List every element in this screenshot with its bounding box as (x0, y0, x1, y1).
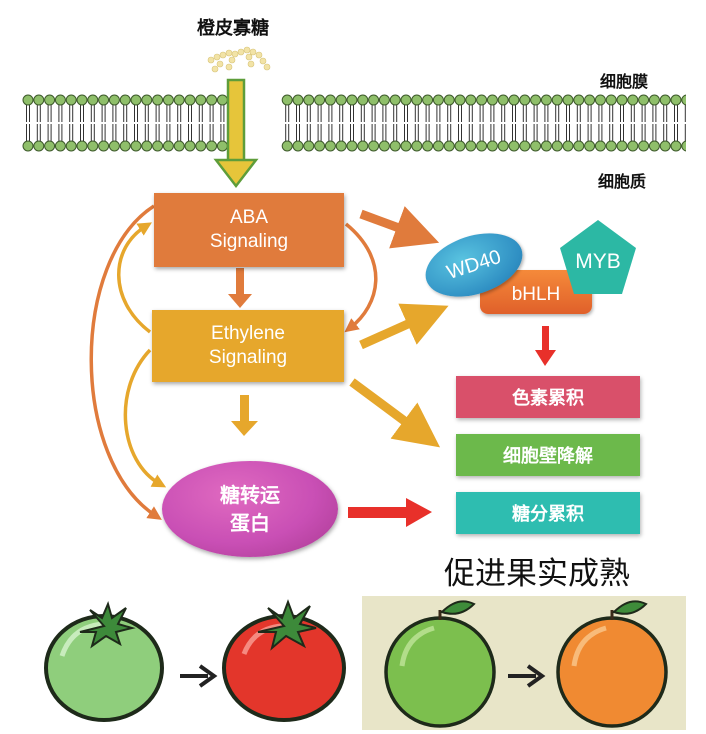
tomato-arrow-icon (180, 664, 218, 688)
aba-to-complex-arrow (359, 206, 440, 249)
myb-label: MYB (575, 250, 621, 273)
aba-to-ethylene-curve (344, 222, 378, 333)
sugar-label: 糖分累积 (512, 504, 584, 525)
aba-signaling-box: ABA Signaling (154, 193, 344, 267)
cellwall-label: 细胞壁降解 (503, 446, 593, 467)
aba-to-ethylene-arrow (228, 268, 252, 308)
pigment-box: 色素累积 (456, 376, 640, 418)
transporter-line2: 蛋白 (230, 511, 270, 535)
cytoplasm-label: 细胞质 (598, 172, 647, 191)
tomato-panel (32, 596, 358, 730)
ethylene-signaling-line2: Signaling (208, 347, 288, 368)
promote-ripening-label: 促进果实成熟 (444, 556, 630, 592)
red-tomato-icon (222, 599, 346, 722)
cell-membrane (22, 94, 686, 152)
bhlh-label: bHLH (511, 284, 561, 305)
tomato-ripening-illustration (44, 599, 346, 722)
oligosaccharide-chain-icon (207, 46, 271, 73)
entry-arrow (213, 78, 259, 189)
transporter-line1: 糖转运 (220, 483, 280, 507)
transporter-to-sugar-arrow (348, 498, 432, 527)
complex-to-pigment-arrow (535, 326, 556, 366)
wd40-label: WD40 (444, 245, 504, 284)
ethylene-signaling-line1: Ethylene (211, 323, 285, 344)
oligosaccharide-label: 橙皮寡糖 (197, 18, 269, 39)
cellwall-box: 细胞壁降解 (456, 434, 640, 476)
arrows-layer (89, 78, 556, 527)
ethylene-to-aba-curve (117, 222, 152, 334)
ethylene-to-transporter-arrow (231, 395, 258, 436)
green-orange-icon (384, 600, 496, 728)
membrane-label: 细胞膜 (600, 72, 649, 91)
ethylene-to-cellwall-arrow (349, 378, 441, 448)
ethylene-signaling-box: Ethylene Signaling (152, 310, 344, 382)
myb-pentagon (560, 220, 636, 294)
sugar-box: 糖分累积 (456, 492, 640, 534)
citrus-ripening-illustration (384, 600, 668, 728)
citrus-arrow-icon (508, 664, 546, 688)
ethylene-to-complex-arrow (359, 303, 449, 350)
green-tomato-icon (44, 601, 164, 722)
aba-signaling-line2: Signaling (209, 231, 289, 252)
aba-to-transporter-curve (89, 204, 162, 520)
sugar-transporter-ellipse: 糖转运 蛋白 (162, 461, 338, 557)
aba-signaling-line1: ABA (229, 207, 269, 228)
ripe-orange-icon (556, 600, 668, 728)
ethylene-to-transporter-curve (123, 348, 167, 488)
pigment-label: 色素累积 (512, 388, 584, 409)
citrus-panel (362, 596, 686, 730)
